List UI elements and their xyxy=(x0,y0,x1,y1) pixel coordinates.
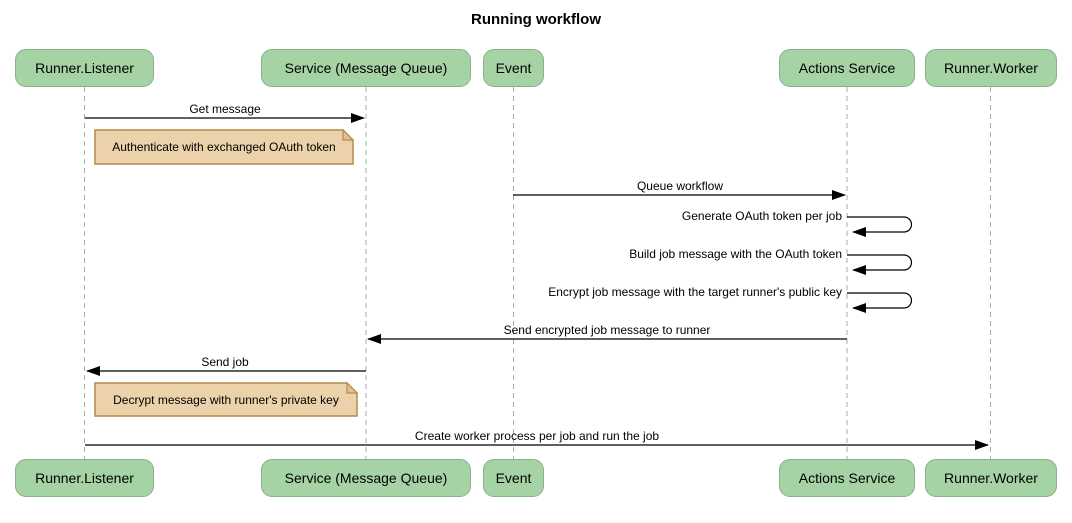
message-label-send-encrypted-job-message: Send encrypted job message to runner xyxy=(503,323,711,337)
participant-label: Runner.Listener xyxy=(35,60,134,76)
participant-top-service-message-queue: Service (Message Queue) xyxy=(261,49,471,87)
note-authenticate-shape xyxy=(94,129,354,165)
self-loop-build-job-message xyxy=(847,254,913,275)
participant-label: Service (Message Queue) xyxy=(284,60,448,76)
message-label-create-worker-process: Create worker process per job and run th… xyxy=(414,429,660,443)
message-label-build-job-message: Build job message with the OAuth token xyxy=(629,247,842,261)
participant-label: Runner.Worker xyxy=(944,470,1038,486)
participant-label: Runner.Worker xyxy=(944,60,1038,76)
note-decrypt-fold-icon xyxy=(346,381,359,394)
message-label-encrypt-job-message: Encrypt job message with the target runn… xyxy=(548,285,842,299)
message-label-send-job: Send job xyxy=(201,355,249,369)
participant-label: Service (Message Queue) xyxy=(284,470,448,486)
note-decrypt-shape xyxy=(94,382,358,417)
message-label-queue-workflow: Queue workflow xyxy=(636,179,724,193)
message-label-generate-oauth-token: Generate OAuth token per job xyxy=(681,209,842,223)
participant-top-actions-service: Actions Service xyxy=(779,49,915,87)
participant-bottom-event: Event xyxy=(483,459,544,497)
participant-bottom-runner-worker: Runner.Worker xyxy=(925,459,1057,497)
participant-top-runner-listener: Runner.Listener xyxy=(15,49,154,87)
note-authenticate-fold-icon xyxy=(342,128,355,141)
participant-bottom-actions-service: Actions Service xyxy=(779,459,915,497)
participant-bottom-service-message-queue: Service (Message Queue) xyxy=(261,459,471,497)
participant-label: Runner.Listener xyxy=(35,470,134,486)
participant-top-runner-worker: Runner.Worker xyxy=(925,49,1057,87)
participant-label: Actions Service xyxy=(798,470,896,486)
participant-top-event: Event xyxy=(483,49,544,87)
participant-label: Event xyxy=(495,60,532,76)
participant-bottom-runner-listener: Runner.Listener xyxy=(15,459,154,497)
diagram-title: Running workflow xyxy=(471,11,601,28)
participant-label: Actions Service xyxy=(798,60,896,76)
note-decrypt: Decrypt message with runner's private ke… xyxy=(113,392,339,407)
self-loop-generate-oauth-token xyxy=(847,216,913,237)
message-label-get-message: Get message xyxy=(189,102,261,116)
note-authenticate: Authenticate with exchanged OAuth token xyxy=(112,140,336,154)
self-loop-encrypt-job-message xyxy=(847,292,913,313)
participant-label: Event xyxy=(495,470,532,486)
